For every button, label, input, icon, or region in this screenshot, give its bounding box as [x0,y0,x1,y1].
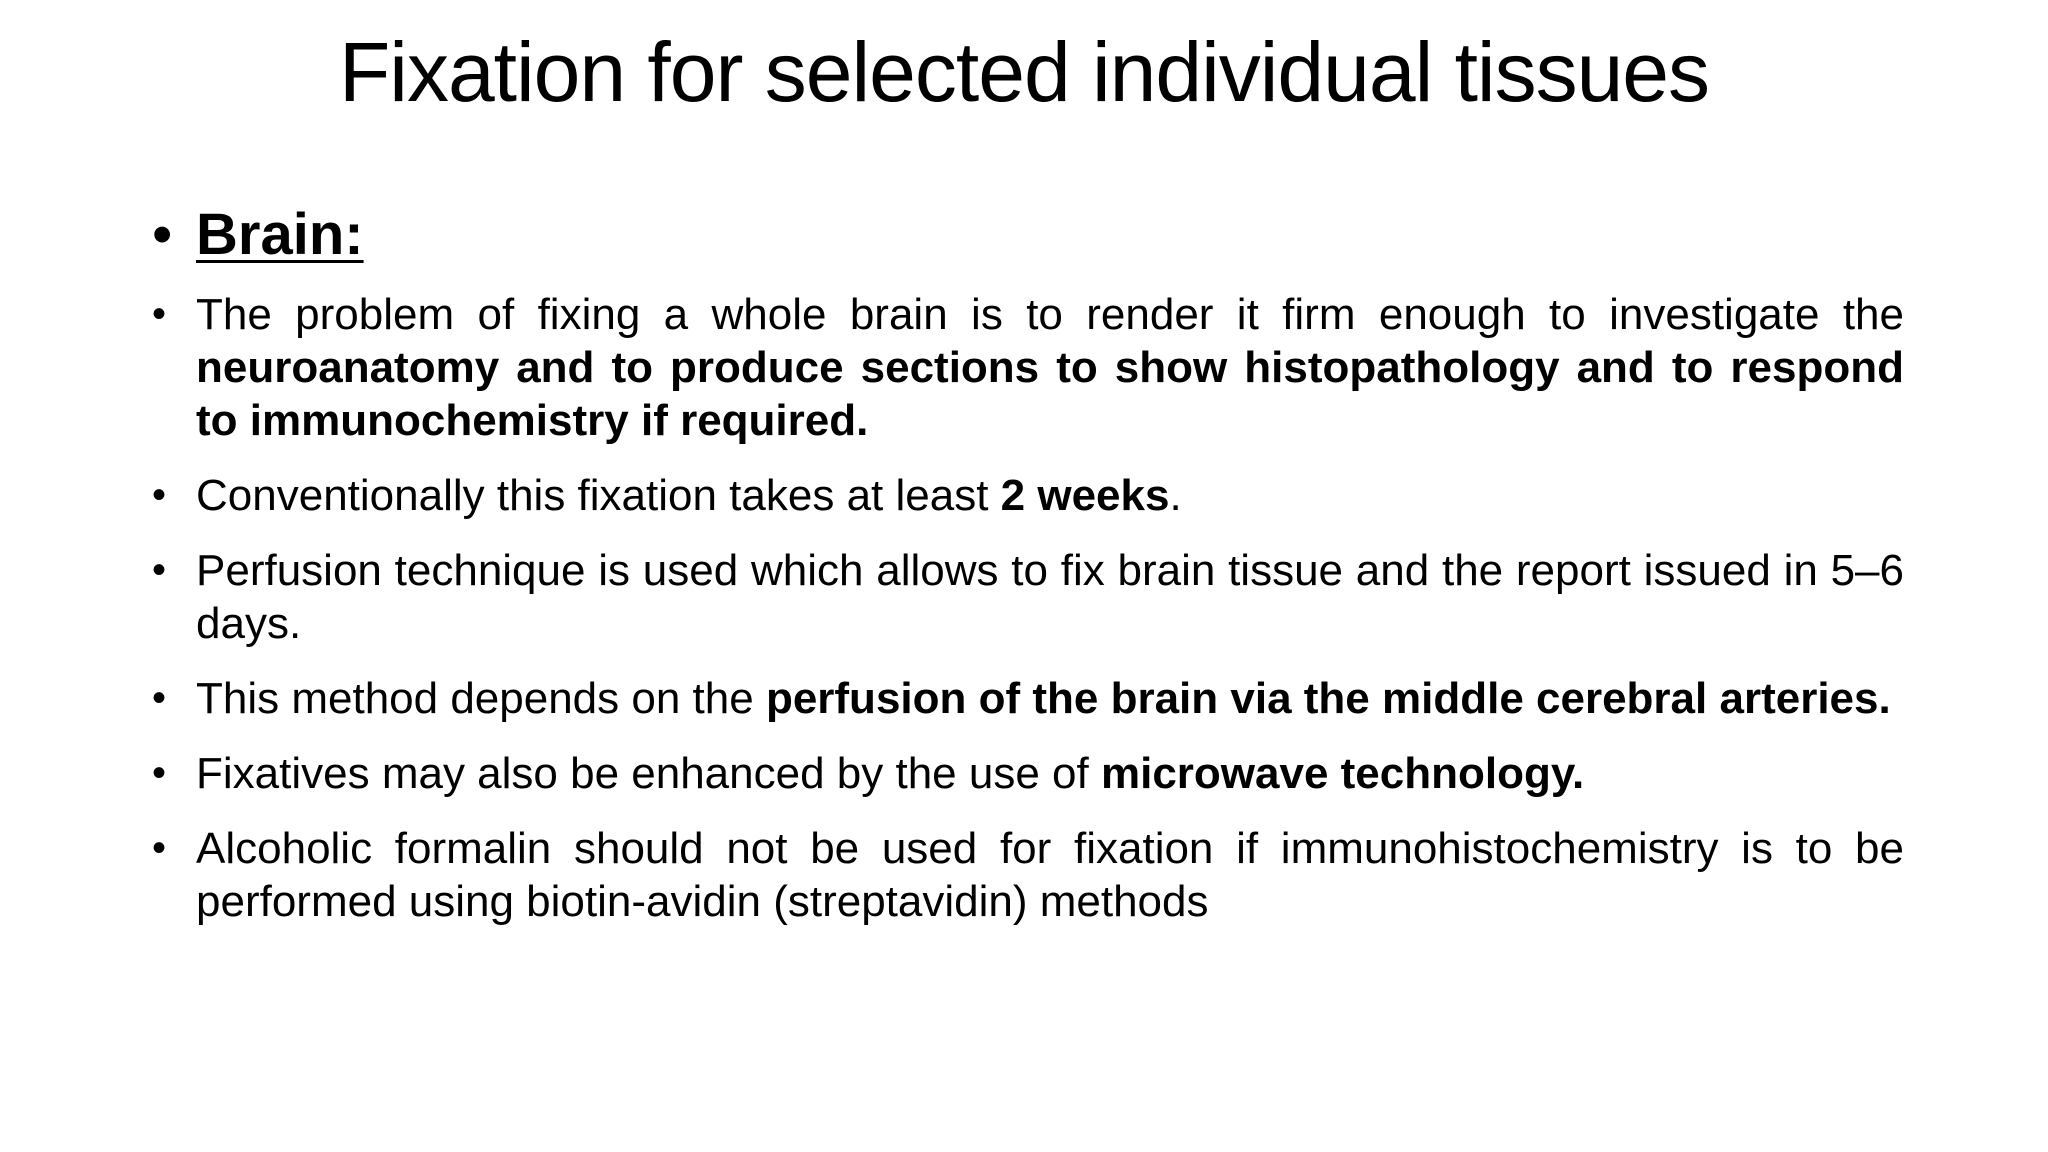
bullet-item: • Alcoholic formalin should not be used f… [152,822,1904,928]
bullet-dot-icon: • [152,548,167,592]
bullet-item: • Perfusion technique is used which allow… [152,544,1904,650]
bullet-item: • This method depends on the perfusion of… [152,672,1904,725]
bullet-text: Perfusion technique is used which allows… [196,546,1904,648]
bullet-item: • The problem of fixing a whole brain is … [152,288,1904,447]
bullet-text: This method depends on the [196,674,766,723]
bullet-text-bold: neuroanatomy and to produce sections to … [196,343,1904,445]
section-heading-row: • Brain: [152,200,1904,270]
section-heading: Brain: [196,202,364,267]
bullet-item: • Conventionally this fixation takes at l… [152,469,1904,522]
bullet-text-bold: perfusion of the brain via the middle ce… [765,674,1891,723]
bullet-text: Fixatives may also be enhanced by the us… [196,749,1101,798]
slide-body: • Brain: • The problem of fixing a whole … [152,200,1904,950]
bullet-dot-icon: • [152,473,167,517]
bullet-text: Conventionally this fixation takes at le… [196,471,1001,520]
bullet-list: • The problem of fixing a whole brain is … [152,288,1904,928]
slide-title: Fixation for selected individual tissues [338,25,1710,119]
bullet-text: The problem of fixing a whole brain is t… [196,290,1904,339]
bullet-text: . [1169,471,1182,520]
bullet-dot-icon: • [152,751,167,795]
bullet-text-bold: microwave technology. [1100,749,1585,798]
bullet-dot-icon: • [152,292,167,336]
bullet-text-bold: 2 weeks [1000,471,1170,520]
bullet-text: Alcoholic formalin should not be used fo… [196,824,1904,926]
bullet-dot-icon: • [152,676,167,720]
bullet-dot-icon: • [152,826,167,870]
bullet-item: • Fixatives may also be enhanced by the u… [152,747,1904,800]
bullet-dot-icon: • [152,202,173,267]
